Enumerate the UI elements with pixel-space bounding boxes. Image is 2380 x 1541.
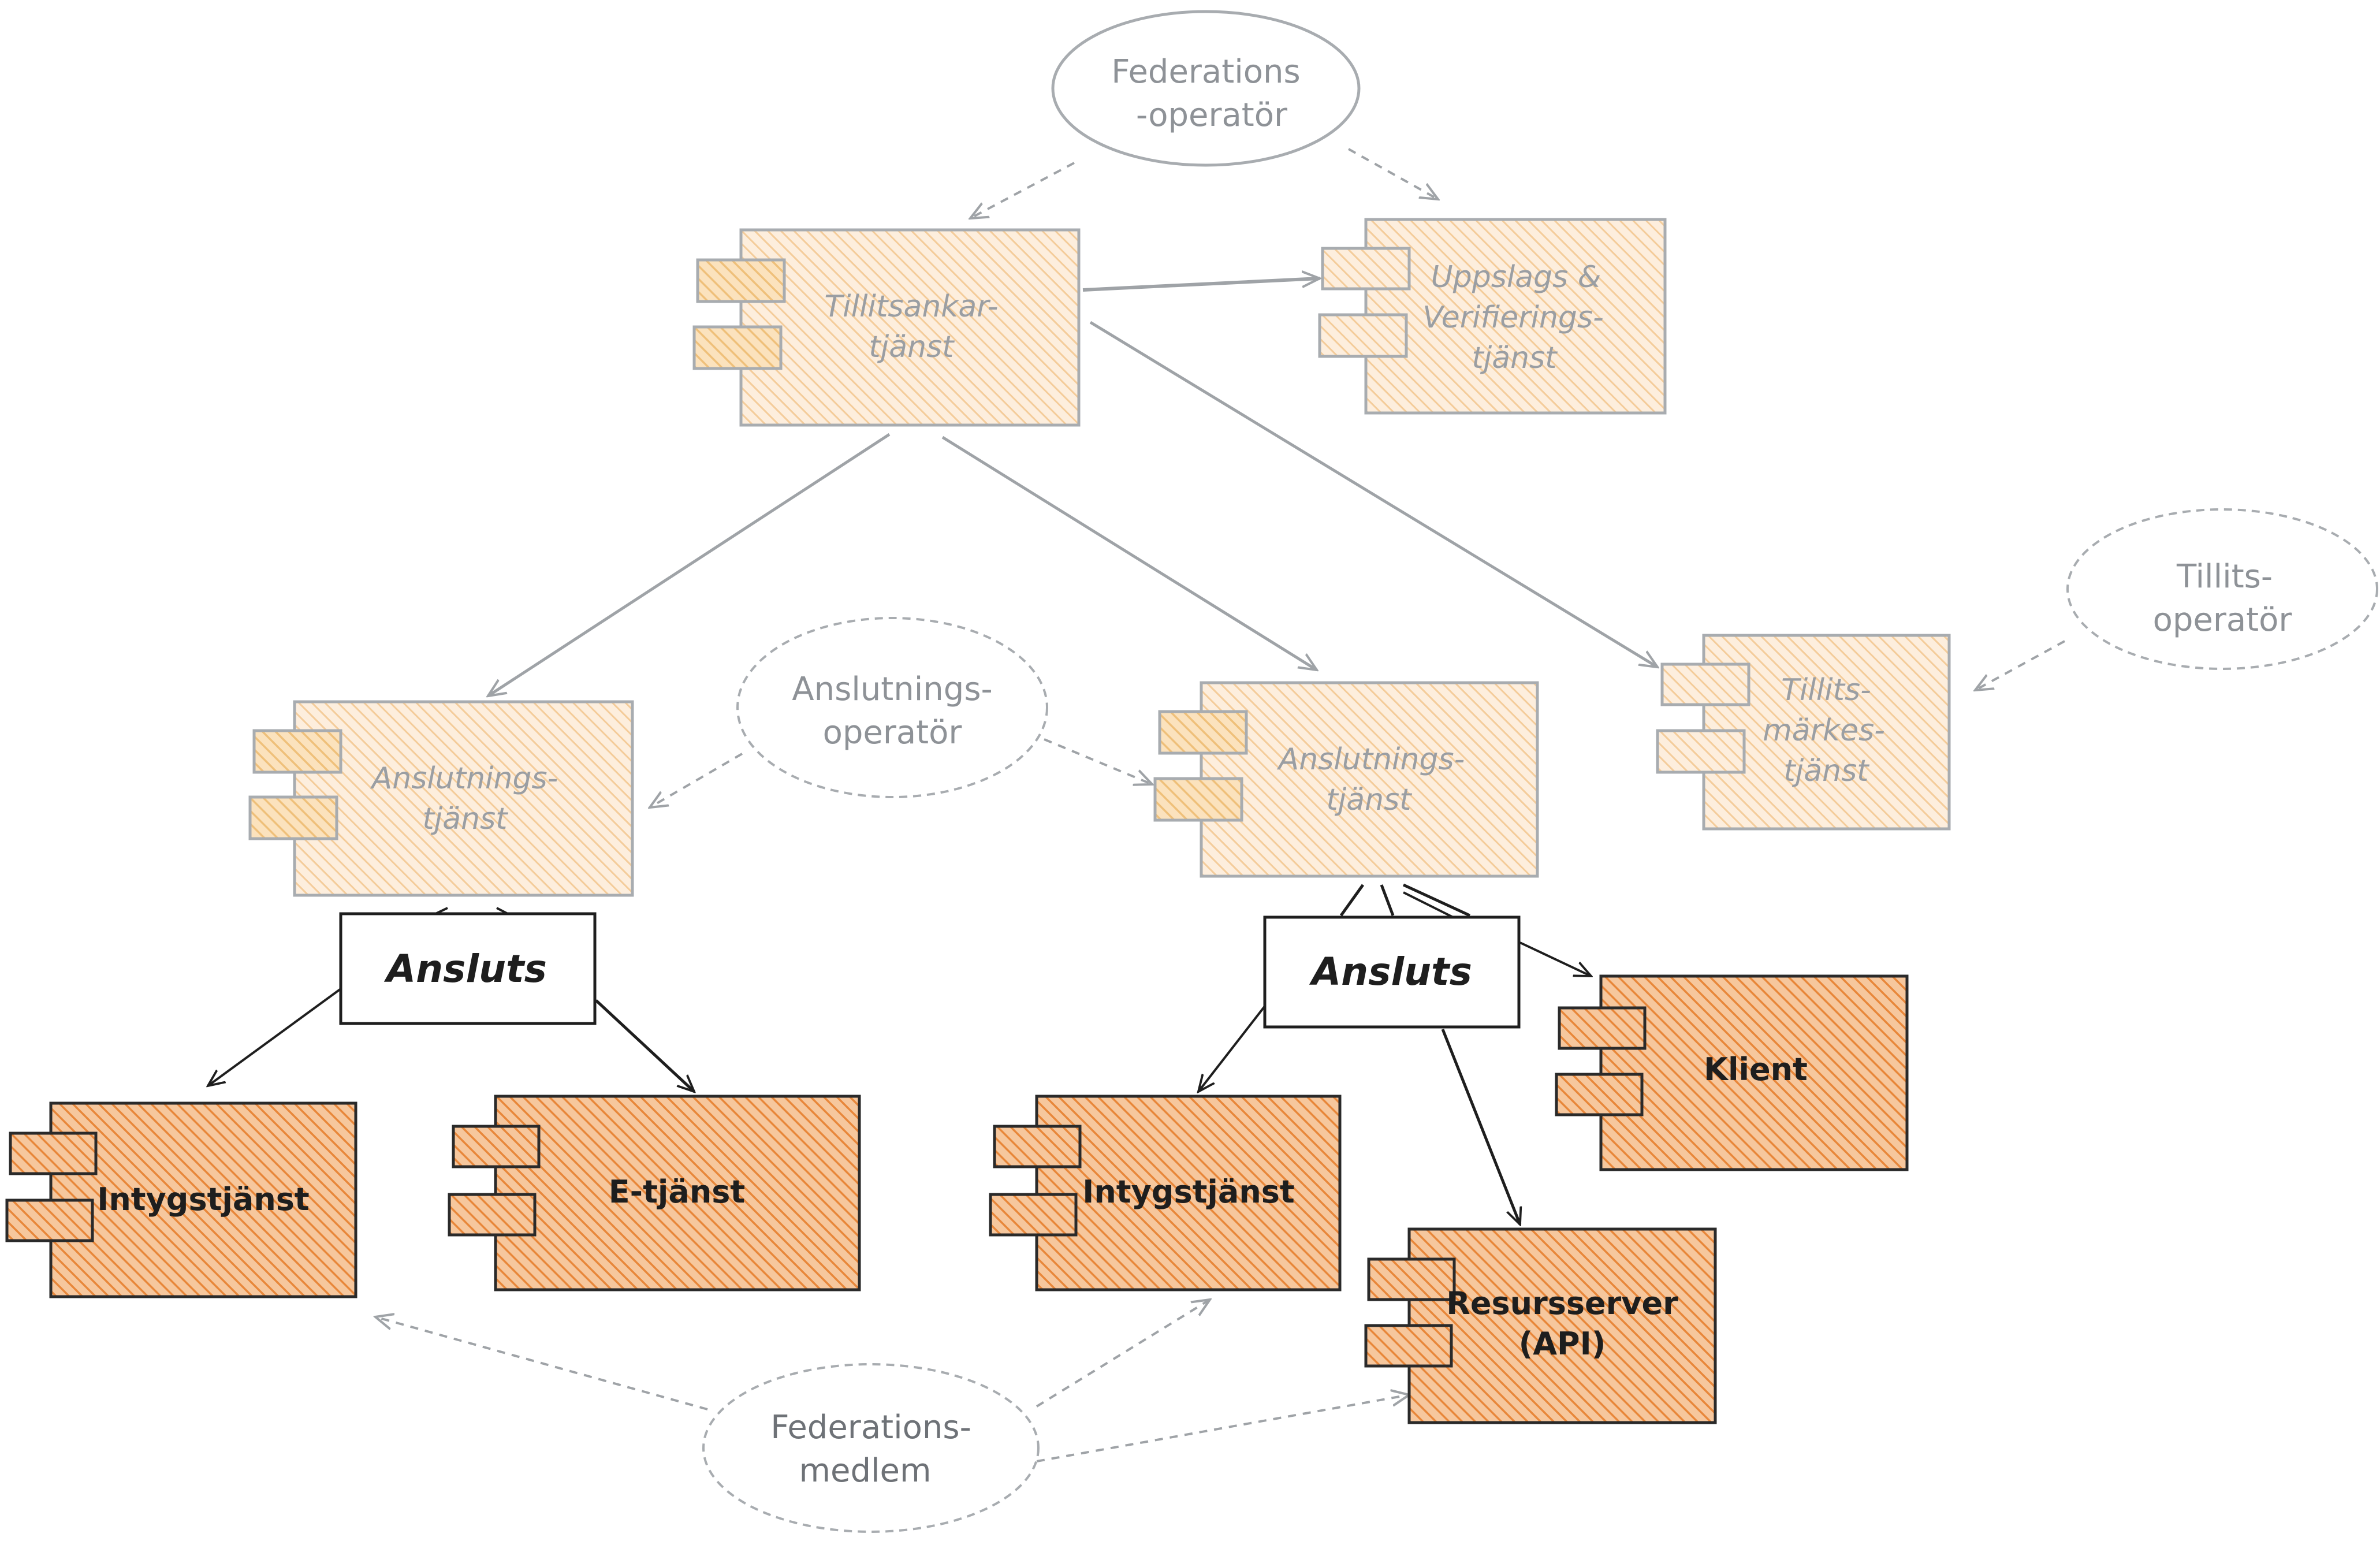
component-lookup-verification-line-2: Verifierings- bbox=[1422, 300, 1604, 335]
arrow-ansluts-left-to-e-service bbox=[595, 999, 694, 1092]
component-e-service-label: E-tjänst bbox=[609, 1174, 745, 1210]
component-lookup-verification: Uppslags & Verifierings- tjänst bbox=[1318, 218, 1667, 415]
port-top bbox=[993, 1125, 1082, 1168]
port-top bbox=[1367, 1257, 1456, 1301]
component-resource-server-line-2: (API) bbox=[1519, 1326, 1606, 1362]
component-connection-service-left: Anslutnings- tjänst bbox=[248, 700, 634, 897]
port-top bbox=[1158, 710, 1248, 755]
ansluts-label-right: Ansluts bbox=[1309, 950, 1472, 994]
ansluts-box-left: Ansluts bbox=[339, 912, 597, 1025]
component-attestation-right-label: Intygstjänst bbox=[1082, 1174, 1295, 1210]
component-attestation-left: Intygstjänst bbox=[5, 1101, 357, 1298]
component-client-label: Klient bbox=[1704, 1051, 1808, 1088]
component-connection-service-left-line-2: tjänst bbox=[422, 802, 508, 836]
arrow-trust-anchor-to-connection-right bbox=[941, 436, 1317, 670]
dashed-arrow-connop-to-connection-right bbox=[1044, 738, 1152, 784]
component-trust-mark-service-line-2: märkes- bbox=[1763, 713, 1885, 748]
ellipse-federation-member-line-1: Federations- bbox=[770, 1409, 971, 1446]
component-attestation-left-label: Intygstjänst bbox=[97, 1181, 310, 1218]
port-top bbox=[1321, 247, 1411, 291]
component-trust-anchor-line-2: tjänst bbox=[869, 330, 955, 364]
component-trust-mark-service: Tillits- märkes- tjänst bbox=[1656, 634, 1951, 831]
dashed-arrow-connop-to-connection-left bbox=[650, 753, 743, 807]
port-top bbox=[452, 1125, 541, 1168]
port-bottom bbox=[1364, 1324, 1453, 1368]
ellipse-federation-operator-line-1: Federations bbox=[1111, 53, 1300, 91]
ellipse-federation-operator: Federations -operatör bbox=[1051, 10, 1361, 167]
port-bottom bbox=[248, 795, 338, 840]
arrow-ansluts-right-to-resource-server bbox=[1441, 1029, 1520, 1224]
ellipse-connection-operator-line-2: operatör bbox=[823, 714, 963, 751]
component-lookup-verification-line-3: tjänst bbox=[1472, 341, 1558, 375]
arrow-trust-anchor-to-lookup bbox=[1082, 278, 1320, 292]
component-e-service: E-tjänst bbox=[448, 1095, 861, 1291]
arrow-trust-anchor-to-connection-left bbox=[488, 433, 891, 696]
port-bottom bbox=[1318, 313, 1408, 358]
ellipse-federation-member-line-2: medlem bbox=[799, 1452, 931, 1490]
port-bottom bbox=[1555, 1073, 1644, 1116]
component-lookup-verification-line-1: Uppslags & bbox=[1431, 260, 1601, 295]
dashed-arrow-fedmember-to-resource-server bbox=[1036, 1395, 1409, 1462]
line-connection-right-to-ansluts-a bbox=[1339, 884, 1365, 917]
component-trust-mark-service-line-1: Tillits- bbox=[1781, 673, 1871, 708]
dashed-arrow-fedmember-to-attestation-left bbox=[375, 1317, 708, 1410]
ellipse-connection-operator: Anslutnings- operatör bbox=[736, 617, 1048, 798]
component-resource-server-line-1: Resursserver bbox=[1446, 1285, 1678, 1322]
dashed-arrow-trustop-to-trust-mark bbox=[1975, 640, 2065, 690]
ellipse-trust-operator: Tillits- operatör bbox=[2066, 508, 2378, 670]
line-connection-right-to-ansluts-b bbox=[1380, 884, 1395, 916]
ellipse-federation-member: Federations- medlem bbox=[702, 1363, 1040, 1533]
component-connection-service-right-line-2: tjänst bbox=[1326, 783, 1412, 817]
component-connection-service-left-line-1: Anslutnings- bbox=[370, 761, 558, 796]
port-bottom bbox=[5, 1198, 94, 1242]
line-connection-right-to-ansluts-d bbox=[1403, 891, 1456, 920]
port-top bbox=[696, 258, 786, 303]
connectors bbox=[208, 148, 2065, 1462]
port-bottom bbox=[448, 1193, 537, 1237]
port-top bbox=[1558, 1006, 1647, 1050]
ellipse-trust-operator-line-1: Tillits- bbox=[2176, 558, 2273, 595]
arrow-ansluts-right-to-attestation-right bbox=[1198, 1005, 1266, 1092]
line-connection-right-to-ansluts-c bbox=[1402, 883, 1471, 917]
port-top bbox=[1660, 662, 1750, 706]
component-attestation-right: Intygstjänst bbox=[989, 1095, 1342, 1291]
ellipse-trust-operator-line-2: operatör bbox=[2153, 601, 2293, 639]
component-trust-anchor-line-1: Tillitsankar- bbox=[824, 289, 998, 324]
component-connection-service-right: Anslutnings- tjänst bbox=[1153, 681, 1539, 878]
port-bottom bbox=[1153, 777, 1243, 822]
ellipse-federation-operator-line-2: -operatör bbox=[1136, 96, 1288, 134]
arrow-trust-anchor-to-trust-mark bbox=[1089, 321, 1658, 667]
arrow-ansluts-right-to-client bbox=[1519, 941, 1591, 976]
dashed-arrow-fedop-to-lookup bbox=[1348, 148, 1438, 199]
component-resource-server: Resursserver (API) bbox=[1364, 1227, 1717, 1424]
port-top bbox=[9, 1131, 98, 1175]
ansluts-box-right: Ansluts bbox=[1263, 915, 1521, 1029]
component-client: Klient bbox=[1555, 974, 1909, 1171]
port-top bbox=[252, 729, 342, 774]
port-bottom bbox=[989, 1193, 1078, 1237]
ansluts-label-left: Ansluts bbox=[383, 947, 547, 991]
arrow-ansluts-left-to-attestation-left bbox=[208, 988, 342, 1086]
ellipse-connection-operator-line-1: Anslutnings- bbox=[792, 671, 992, 708]
port-bottom bbox=[1656, 729, 1746, 774]
component-connection-service-right-line-1: Anslutnings- bbox=[1277, 742, 1465, 777]
port-bottom bbox=[692, 325, 783, 370]
component-trust-anchor: Tillitsankar- tjänst bbox=[692, 228, 1081, 427]
dashed-arrow-fedmember-to-attestation-right bbox=[1036, 1300, 1210, 1408]
component-trust-mark-service-line-3: tjänst bbox=[1783, 754, 1869, 788]
dashed-arrow-fedop-to-trust-anchor bbox=[970, 162, 1075, 218]
